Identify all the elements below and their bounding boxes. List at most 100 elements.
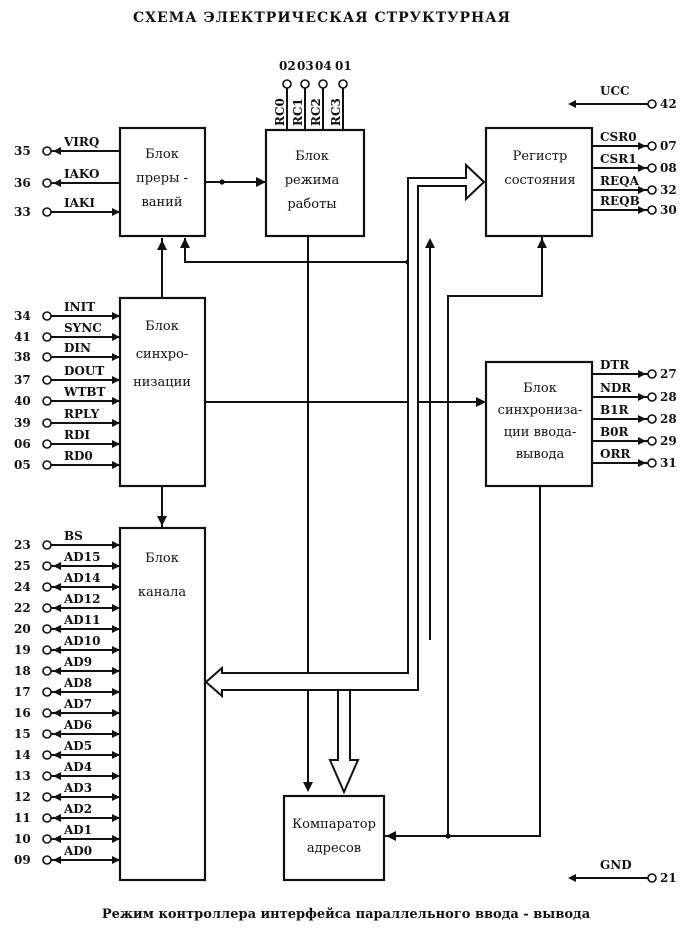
arrowhead-right-icon	[112, 333, 120, 341]
pin-number: 41	[14, 330, 31, 344]
arrowhead-left-icon	[53, 688, 61, 696]
signal-label: AD10	[63, 634, 100, 648]
pin-terminal-circle-icon	[42, 834, 52, 844]
pin-number: 27	[660, 367, 677, 381]
signal-label: IAKO	[64, 167, 99, 181]
arrowhead-right-icon	[112, 461, 120, 469]
pin-terminal-circle-icon	[647, 369, 657, 379]
pin-terminal-circle-icon	[42, 311, 52, 321]
arrowhead-left-icon	[53, 583, 61, 591]
pin-number: 34	[14, 309, 31, 323]
signal-label: RC2	[309, 98, 323, 126]
interrupt-block-label: Блок	[145, 147, 179, 162]
pin-number: 37	[14, 373, 31, 387]
arrowhead-up-icon	[180, 238, 190, 248]
arrowhead-right-icon	[112, 688, 120, 696]
comparator-label: адресов	[307, 841, 361, 856]
pin-number: 08	[660, 161, 677, 175]
arrowhead-up-icon	[425, 238, 435, 248]
pin-terminal-circle-icon	[42, 750, 52, 760]
arrowhead-left-icon	[53, 814, 61, 822]
pin-terminal-circle-icon	[42, 178, 52, 188]
signal-label: NDR	[600, 381, 632, 395]
signal-label: REQA	[600, 174, 640, 188]
pin-terminal-ad7: 16 AD7	[14, 697, 120, 720]
pin-terminal-circle-icon	[647, 414, 657, 424]
channel-block-label: канала	[138, 585, 187, 600]
pin-number: 29	[660, 434, 677, 448]
pin-number: 36	[14, 176, 31, 190]
pin-terminal-circle-icon	[42, 645, 52, 655]
pin-number: 19	[14, 643, 31, 657]
pin-terminal-circle-icon	[42, 460, 52, 470]
arrowhead-right-icon	[112, 397, 120, 405]
pin-terminal-circle-icon	[282, 79, 292, 89]
pin-terminal-rdi: 06 RDI	[14, 428, 120, 451]
arrowhead-right-icon	[638, 437, 646, 445]
pin-number: 16	[14, 706, 31, 720]
arrowhead-left-icon	[53, 667, 61, 675]
signal-label: AD3	[63, 781, 92, 795]
status-register-label: состояния	[504, 173, 575, 188]
pin-number: 28	[660, 390, 677, 404]
pin-terminal-circle-icon	[42, 352, 52, 362]
signal-label: AD8	[63, 676, 92, 690]
pin-terminal-circle-icon	[647, 458, 657, 468]
pin-number: 03	[297, 59, 314, 73]
pin-number: 07	[660, 139, 677, 153]
arrowhead-left-icon	[53, 856, 61, 864]
status-register-label: Регистр	[513, 149, 568, 164]
signal-label: SYNC	[64, 321, 102, 335]
pin-terminal-circle-icon	[42, 418, 52, 428]
signal-label: RC1	[291, 98, 305, 126]
pin-number: 09	[14, 853, 31, 867]
pin-terminal-circle-icon	[647, 99, 657, 109]
arrowhead-right-icon	[638, 164, 646, 172]
signal-label: IAKI	[64, 196, 95, 210]
arrowhead-right-icon	[112, 353, 120, 361]
signal-label: AD12	[63, 592, 100, 606]
pin-terminal-circle-icon	[338, 79, 348, 89]
pin-terminal-circle-icon	[42, 582, 52, 592]
signal-label: AD4	[63, 760, 92, 774]
signal-label: AD9	[63, 655, 92, 669]
arrowhead-right-icon	[112, 583, 120, 591]
signal-label: INIT	[64, 300, 95, 314]
pin-number: 18	[14, 664, 31, 678]
left-pin-terminals: 35VIRQ36IAKO33IAKI34INIT41SYNC38DIN37DOU…	[14, 135, 120, 867]
arrowhead-left-icon	[53, 793, 61, 801]
arrowhead-right-icon	[112, 440, 120, 448]
arrowhead-left-icon	[568, 100, 576, 108]
arrowhead-right-icon	[638, 206, 646, 214]
pin-terminal-circle-icon	[42, 687, 52, 697]
arrowhead-left-icon	[53, 772, 61, 780]
signal-label: RDI	[64, 428, 90, 442]
arrowhead-left-icon	[53, 562, 61, 570]
pin-number: 06	[14, 437, 31, 451]
diagram-title: СХЕМА ЭЛЕКТРИЧЕСКАЯ СТРУКТУРНАЯ	[133, 10, 511, 26]
arrowhead-right-icon	[112, 376, 120, 384]
sync-block: Блок синхро- низации	[118, 296, 207, 488]
pin-number: 04	[315, 59, 332, 73]
signal-label: AD15	[63, 550, 100, 564]
io-sync-block-label: вывода	[516, 447, 565, 462]
pin-number: 15	[14, 727, 31, 741]
data-bus	[204, 162, 486, 795]
status-register-block: Регистр состояния	[484, 126, 594, 238]
sync-block-label: Блок	[145, 319, 179, 334]
signal-label: AD7	[63, 697, 92, 711]
